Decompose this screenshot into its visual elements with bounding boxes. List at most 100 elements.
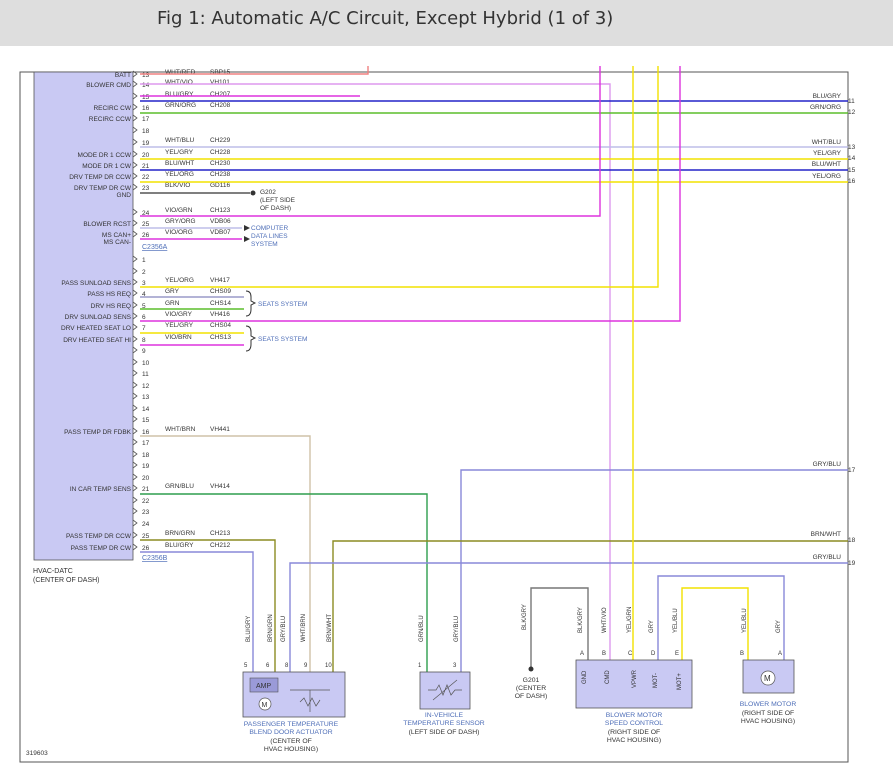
- circuit-id-label: VH416: [210, 311, 230, 318]
- right-wire-label: BLU/WHT: [812, 161, 841, 168]
- pin-letter: C: [628, 651, 633, 657]
- module-name: HVAC-DATC: [33, 568, 73, 575]
- circuit-id-label: CHS14: [210, 300, 231, 307]
- component-name: BLOWER MOTOR: [606, 712, 663, 719]
- right-wire-label: WHT/BLU: [812, 139, 842, 146]
- speed-control-box: [575, 659, 693, 709]
- circuit-id-label: VH441: [210, 426, 230, 433]
- connector-pin-icon: [132, 415, 138, 423]
- circuit-id-label: VDB06: [210, 218, 231, 225]
- connector-pin-icon: [132, 438, 138, 446]
- pin-number: 6: [266, 663, 270, 669]
- pin-number: 11: [142, 371, 149, 378]
- connector-pin-icon: [132, 323, 138, 331]
- connector-pin-icon: [132, 301, 138, 309]
- diagram-frame: [19, 71, 849, 763]
- pin-function: MOT-: [653, 673, 659, 688]
- pin-number: 13: [142, 394, 150, 401]
- vertical-wire-label: BLK/GRY: [578, 607, 584, 633]
- connector-pin-icon: [132, 507, 138, 515]
- amp-label: AMP: [256, 683, 272, 690]
- vertical-wire-label: BRN/WHT: [327, 614, 333, 642]
- pin-letter: B: [740, 651, 744, 657]
- seats-system-ref-2[interactable]: SEATS SYSTEM: [245, 325, 307, 352]
- pin-number: 9: [304, 663, 308, 669]
- circuit-id-label: CH238: [210, 171, 231, 178]
- pin-number: 26: [142, 545, 150, 552]
- connector-pin-icon: [132, 484, 138, 492]
- connector-pin-icon: [132, 473, 138, 481]
- pin-number: 15: [142, 94, 150, 101]
- connector-pin-icon: [132, 358, 138, 366]
- connector-pin-icon: [132, 381, 138, 389]
- component-name: IN-VEHICLE: [425, 712, 464, 719]
- pin-number: 7: [142, 325, 146, 332]
- connector-pin-icon: [132, 289, 138, 297]
- wire-color-label: BLK/VIO: [165, 182, 190, 189]
- connector-pin-icon: [132, 208, 138, 216]
- vertical-wire-label: YEL/GRN: [627, 607, 633, 633]
- right-ref-label: 11: [848, 98, 855, 105]
- wire: [332, 540, 848, 672]
- circuit-id-label: CH230: [210, 160, 231, 167]
- pin-letter: A: [580, 651, 584, 657]
- pin-function-label: RECIRC CW: [93, 105, 131, 112]
- motor-symbol: M: [262, 702, 268, 709]
- figure-id: 319603: [26, 750, 48, 757]
- circuit-id-label: CHS13: [210, 334, 231, 341]
- wire-color-label: BLU/GRY: [165, 542, 194, 549]
- component-location: HVAC HOUSING): [741, 718, 795, 725]
- pin-number: 24: [142, 521, 150, 528]
- circuit-id-label: CH123: [210, 207, 231, 214]
- connector-pin-icon: [132, 335, 138, 343]
- wire: [530, 587, 589, 669]
- component-name: BLOWER MOTOR: [740, 701, 797, 708]
- connector-pin-icon: [132, 519, 138, 527]
- hvac-module-box: [33, 71, 134, 561]
- wire-color-label: YEL/ORG: [165, 277, 194, 284]
- connector-pin-icon: [132, 80, 138, 88]
- circuit-id-label: GD116: [210, 182, 230, 189]
- pin-number: 10: [142, 360, 150, 367]
- right-ref-label: 14: [848, 155, 856, 162]
- pin-function-label: BLOWER RCST: [83, 221, 131, 228]
- connector-pin-icon: [132, 183, 138, 191]
- pin-letter: E: [675, 651, 679, 657]
- connector-pin-icon: [132, 70, 138, 78]
- motor-icon: [760, 670, 776, 686]
- computer-data-lines-label: COMPUTER: [251, 225, 289, 232]
- pin-function-label: DRV HEATED SEAT HI: [63, 337, 131, 344]
- connector-pin-icon: [132, 172, 138, 180]
- pin-function-label: DRV TEMP DR CW: [74, 185, 132, 192]
- pin-function-label: MS CAN-: [104, 239, 131, 246]
- pin-number: 12: [142, 383, 150, 390]
- wire-color-label: WHT/VIO: [165, 79, 193, 86]
- wire-color-label: VIO/GRY: [165, 311, 193, 318]
- pin-number: 16: [142, 105, 150, 112]
- wire: [140, 66, 369, 75]
- right-ref-label: 15: [848, 167, 856, 174]
- seats-system-label: SEATS SYSTEM: [258, 336, 307, 343]
- seats-system-ref-1[interactable]: SEATS SYSTEM: [245, 290, 307, 317]
- right-wire-label: BLU/GRY: [813, 93, 842, 100]
- pin-number: 23: [142, 509, 150, 516]
- wire: [140, 551, 254, 672]
- circuit-id-label: CH212: [210, 542, 231, 549]
- wire: [140, 83, 611, 660]
- right-ref-label: 18: [848, 537, 856, 544]
- potentiometer-icon: [290, 689, 330, 712]
- pin-function-label: DRV SUNLOAD SENS: [65, 314, 132, 321]
- g202-ground: G202 (LEFT SIDE OF DASH): [250, 189, 296, 212]
- wire: [140, 66, 601, 217]
- connector-pin-icon: [132, 369, 138, 377]
- pin-number: 1: [418, 663, 422, 669]
- computer-data-lines-ref[interactable]: COMPUTER DATA LINES SYSTEM: [244, 225, 289, 248]
- module-location: (CENTER OF DASH): [33, 577, 100, 584]
- g202-label: G202: [260, 189, 276, 196]
- component-location: (RIGHT SIDE OF: [742, 710, 794, 717]
- pin-letter: B: [602, 651, 606, 657]
- wire: [140, 493, 428, 672]
- connector-pin-icon: [132, 404, 138, 412]
- connector-pin-icon: [132, 92, 138, 100]
